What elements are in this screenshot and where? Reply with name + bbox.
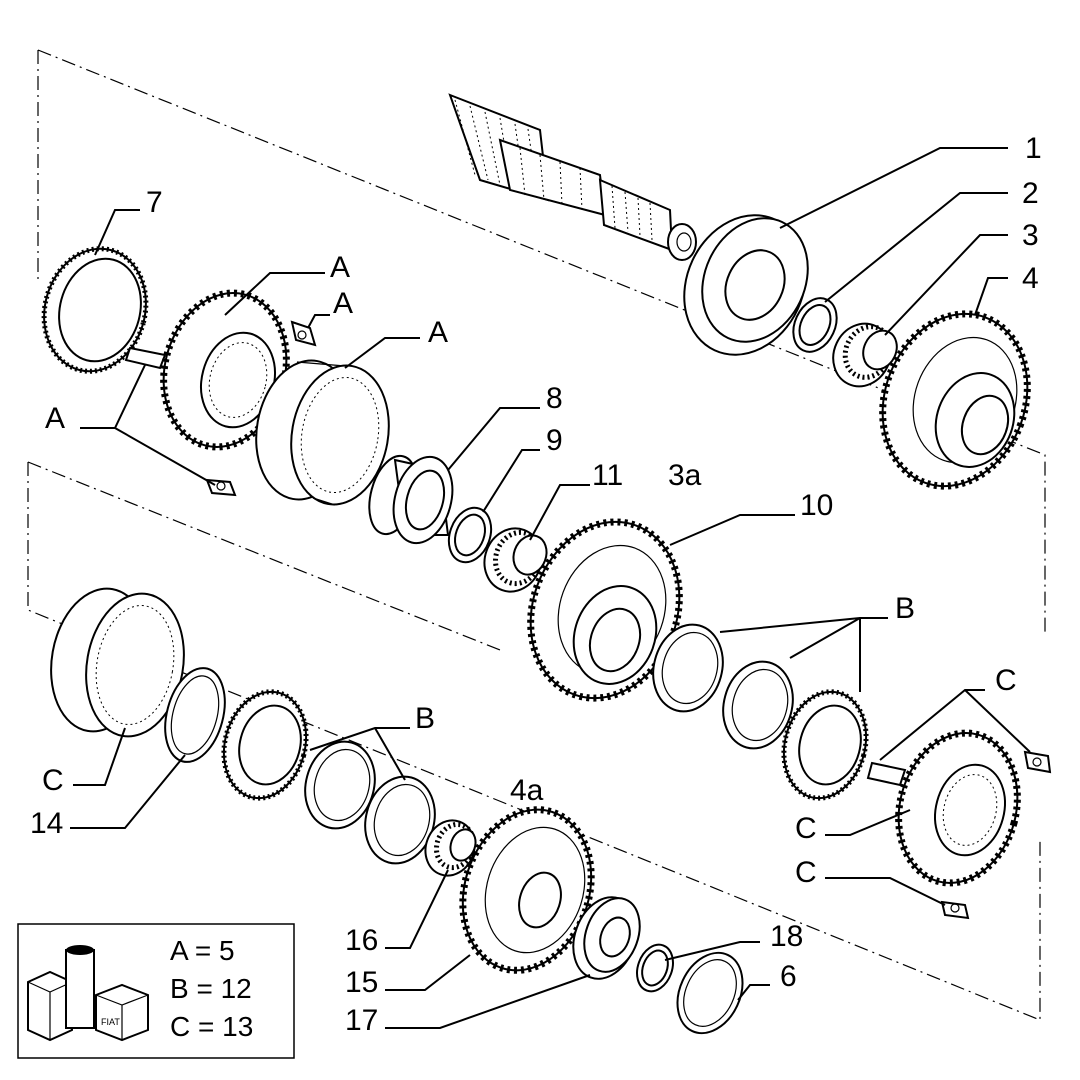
fiat-logo-icon: FIAT <box>27 945 149 1042</box>
label-16: 16 <box>345 924 378 957</box>
part-a-plate-top <box>290 320 317 347</box>
label-8: 8 <box>546 382 563 415</box>
part-8-bushing <box>368 454 454 545</box>
leader-lines <box>70 147 1031 1029</box>
label-4: 4 <box>1022 262 1039 295</box>
part-b-synchro-ring-lower <box>221 689 309 801</box>
part-b-ring-lower-2 <box>364 775 436 865</box>
part-b-ring-upper-2 <box>722 660 794 750</box>
label-6: 6 <box>780 960 797 993</box>
label-9: 9 <box>546 424 563 457</box>
label-3a: 3a <box>668 459 702 492</box>
label-c-right-top: C <box>995 664 1017 697</box>
label-7: 7 <box>146 186 163 219</box>
label-a-plate: A <box>333 287 353 320</box>
legend-row-a: A = 5 <box>170 935 235 966</box>
label-a-hub: A <box>330 251 350 284</box>
part-6-ring <box>676 951 744 1035</box>
part-11-needle-bearing <box>483 527 548 593</box>
part-c-plate-top <box>1023 750 1052 774</box>
legend-row-b: B = 12 <box>170 973 252 1004</box>
legend-row-c: C = 13 <box>170 1011 253 1042</box>
part-16-needle-bearing <box>424 819 477 877</box>
input-shaft <box>448 93 697 261</box>
part-c-sliding-sleeve-left <box>50 587 185 738</box>
label-10: 10 <box>800 489 833 522</box>
label-18: 18 <box>770 920 803 953</box>
label-2: 2 <box>1022 177 1039 210</box>
part-14-ring <box>164 667 226 763</box>
part-4-gear <box>879 310 1031 490</box>
label-c-hub: C <box>795 812 817 845</box>
part-c-key-right <box>866 761 907 787</box>
part-a-sliding-sleeve <box>255 359 390 506</box>
label-4a: 4a <box>510 774 544 807</box>
part-10-gear <box>527 518 683 702</box>
part-a-synchro-hub <box>160 289 290 451</box>
label-b-upper: B <box>895 592 915 625</box>
part-2-snap-ring <box>792 297 838 353</box>
part-b-ring-lower-1 <box>304 740 376 830</box>
part-7-synchro-ring <box>41 246 149 374</box>
part-9-snap-ring <box>447 506 493 564</box>
label-14: 14 <box>30 807 63 840</box>
logo-text: FIAT <box>101 1017 120 1027</box>
legend-box: FIAT A = 5 B = 12 C = 13 <box>17 923 295 1059</box>
label-a-sleeve: A <box>428 316 448 349</box>
part-a-key-left <box>124 346 167 370</box>
part-15-gear <box>459 806 595 974</box>
label-17: 17 <box>345 1004 378 1037</box>
part-3-needle-bearing <box>832 322 898 388</box>
label-3: 3 <box>1022 219 1039 252</box>
part-18-snap-ring <box>636 943 674 993</box>
label-11: 11 <box>592 459 623 492</box>
part-17-bearing <box>572 896 641 980</box>
group-outlines <box>27 49 1046 1021</box>
label-15: 15 <box>345 966 378 999</box>
part-c-plate-bottom <box>940 900 970 920</box>
part-c-synchro-hub-right <box>895 729 1021 887</box>
part-b-synchro-ring-upper <box>781 689 869 801</box>
part-b-ring-upper-1 <box>652 623 724 713</box>
label-1: 1 <box>1025 132 1042 165</box>
part-1-bearing <box>683 214 809 356</box>
label-b-lower: B <box>415 702 435 735</box>
label-a-key: A <box>45 402 65 435</box>
label-c-sleeve: C <box>42 764 64 797</box>
label-c-plate: C <box>795 856 817 889</box>
